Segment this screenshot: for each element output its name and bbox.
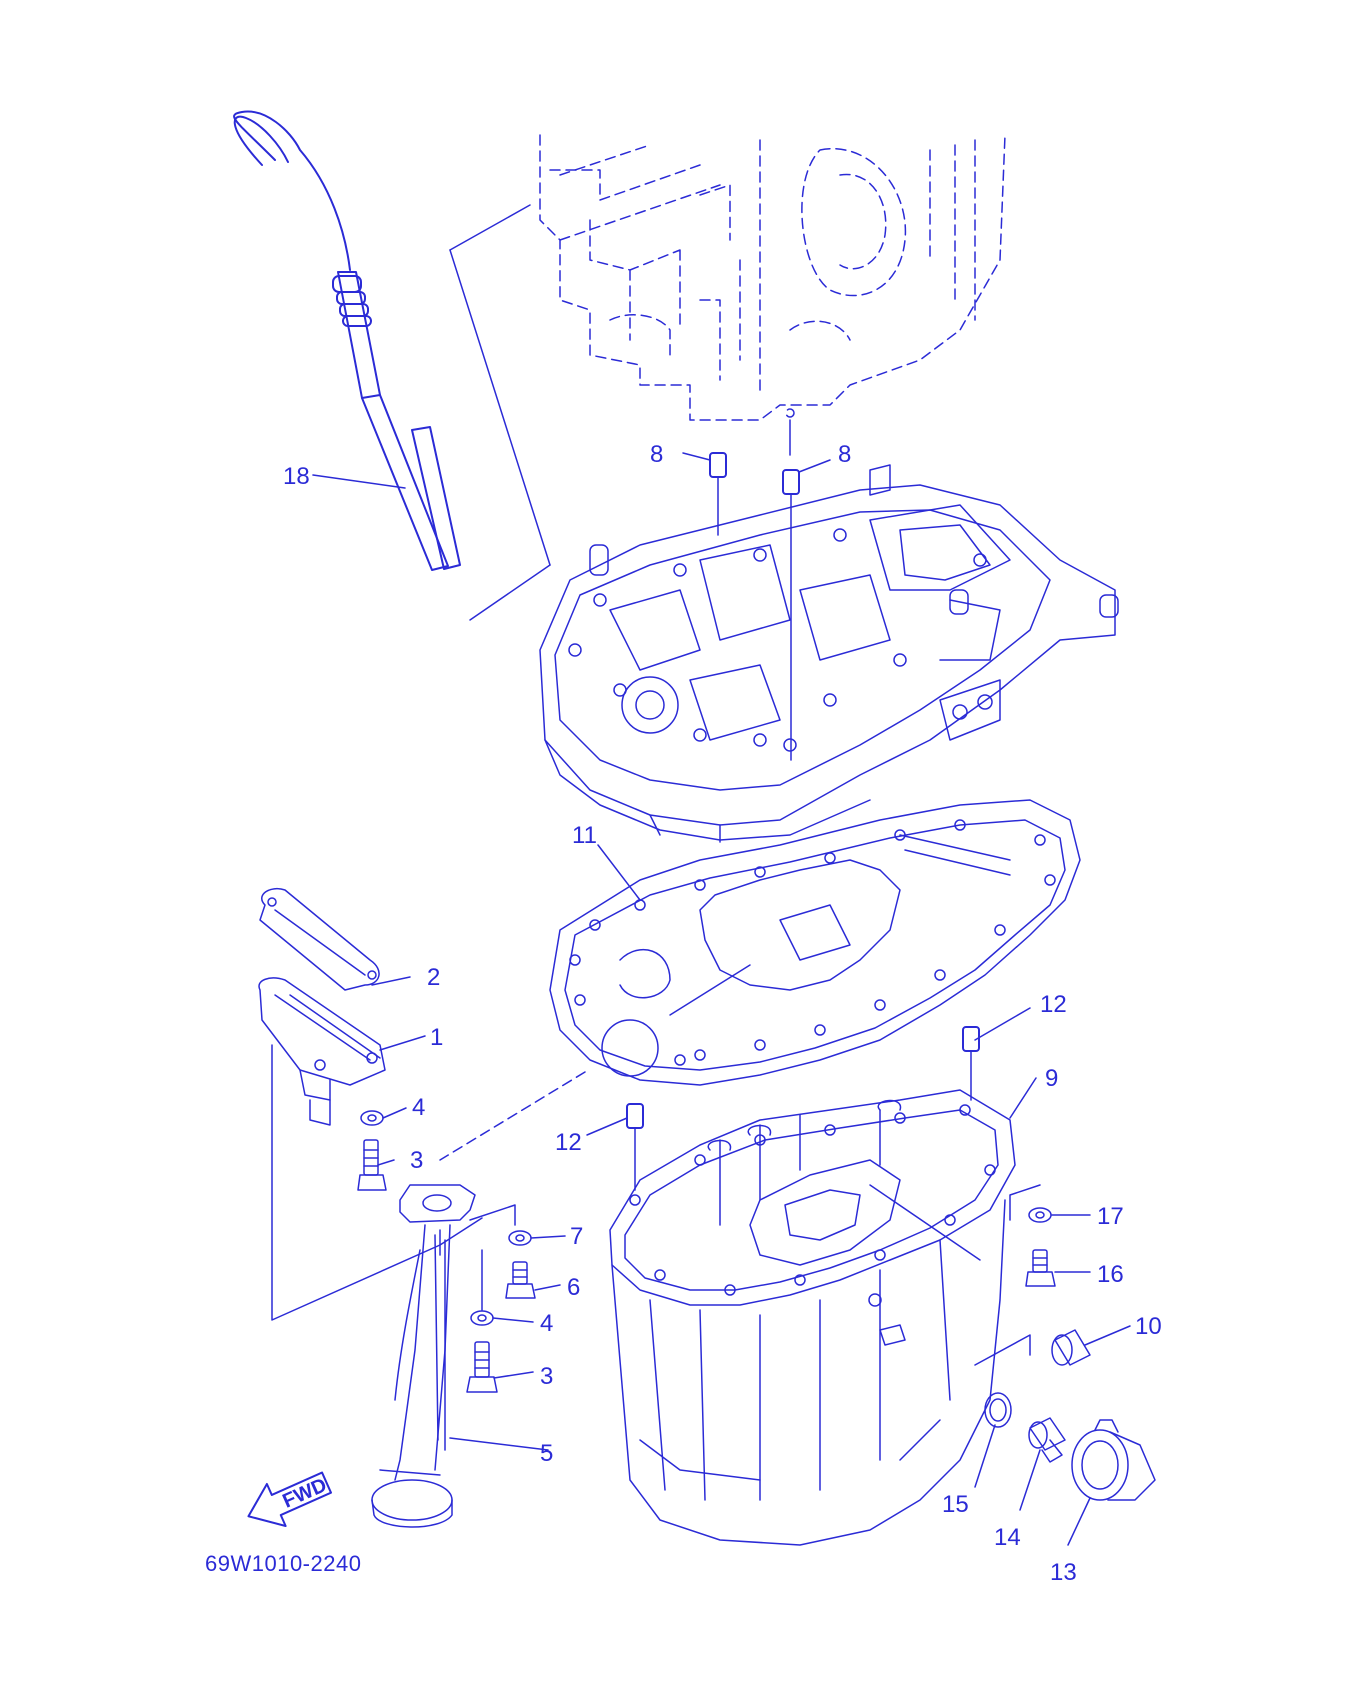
bolt-6 <box>505 1261 536 1299</box>
dowel-pin-8a <box>709 452 727 536</box>
callouts: 18 8 8 11 2 1 4 3 7 6 4 3 5 12 9 12 17 1… <box>205 441 1162 1586</box>
bolt-3a <box>357 1139 387 1191</box>
callout-9: 9 <box>1045 1065 1058 1092</box>
o-ring-15 <box>984 1392 1012 1428</box>
cover-gasket <box>259 888 380 991</box>
washer-4a <box>360 1110 384 1126</box>
callout-4a: 4 <box>412 1094 425 1121</box>
callout-14: 14 <box>994 1524 1021 1551</box>
forward-arrow-icon: FWD <box>247 1471 332 1527</box>
callout-1: 1 <box>430 1024 443 1051</box>
callout-3a: 3 <box>410 1147 423 1174</box>
dowel-pin-12b <box>626 1103 644 1191</box>
callout-8a: 8 <box>650 441 663 468</box>
callout-17: 17 <box>1097 1203 1124 1230</box>
drain-bolt-14 <box>1028 1417 1066 1463</box>
callout-18: 18 <box>283 463 310 490</box>
oil-strainer <box>371 1184 476 1528</box>
callout-8b: 8 <box>838 441 851 468</box>
callout-5: 5 <box>540 1440 553 1467</box>
callout-16: 16 <box>1097 1261 1124 1288</box>
callout-12a: 12 <box>1040 991 1067 1018</box>
callout-11: 11 <box>572 822 597 849</box>
washer-4b <box>470 1310 494 1326</box>
callout-12b: 12 <box>555 1129 582 1156</box>
strainer-guide-line <box>439 1071 586 1161</box>
oil-pan-cover <box>258 977 386 1126</box>
callout-3b: 3 <box>540 1363 553 1390</box>
oil-pan-gasket <box>549 799 1081 1086</box>
washer-7 <box>508 1230 532 1246</box>
dowel-pin-8b <box>782 419 800 761</box>
exhaust-guide <box>539 464 1119 843</box>
callout-10: 10 <box>1135 1313 1162 1340</box>
plug-10 <box>974 1329 1091 1366</box>
assembly-bracket-lines <box>271 1044 516 1321</box>
bolt-16 <box>1025 1249 1056 1287</box>
callout-15: 15 <box>942 1491 969 1518</box>
oil-pan <box>609 1089 1016 1546</box>
drain-cover-13 <box>1071 1419 1156 1501</box>
washer-17 <box>1009 1184 1052 1223</box>
callout-4b: 4 <box>540 1310 553 1337</box>
dipstick-guide-lines <box>449 204 551 621</box>
part-number: 69W1010-2240 <box>205 1551 361 1576</box>
bolt-3b <box>466 1341 498 1393</box>
callout-6: 6 <box>567 1274 580 1301</box>
callout-13: 13 <box>1050 1559 1077 1586</box>
callout-7: 7 <box>570 1223 583 1250</box>
engine-block <box>539 134 1006 421</box>
callout-2: 2 <box>427 964 440 991</box>
dowel-pin-12a <box>962 1026 980 1101</box>
dipstick <box>233 110 461 571</box>
leader-lines <box>312 452 1131 1546</box>
